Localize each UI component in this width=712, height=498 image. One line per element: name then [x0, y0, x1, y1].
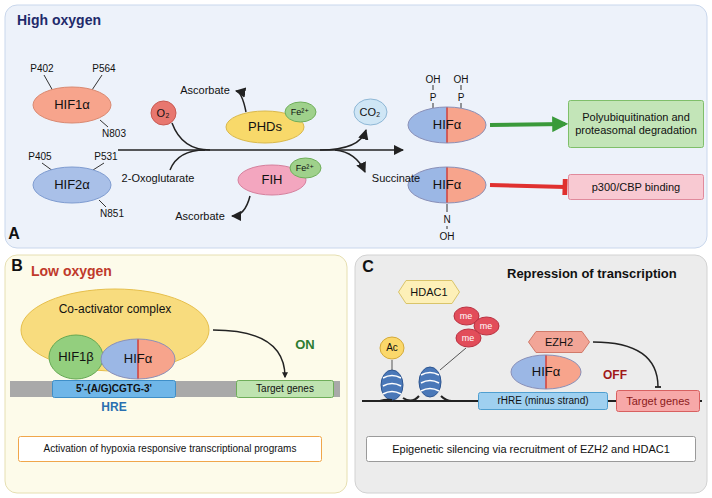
protein-ellipse: HIFα — [407, 106, 487, 144]
panel-ground — [5, 255, 347, 493]
outcome-box: Polyubiquitination and proteasomal degra… — [568, 100, 704, 148]
node-text: Ac — [386, 342, 398, 354]
molecule-circle: CO₂ — [353, 98, 388, 126]
enzyme-hexagon: EZH2 — [528, 331, 590, 353]
node-text: HIF2α — [54, 178, 90, 193]
protein-ellipse: HIFα — [407, 166, 487, 204]
node-text: PHDs — [248, 120, 282, 135]
node-text: 5'-(A/G)CGTG-3' — [76, 383, 152, 395]
group-label: N — [443, 214, 450, 225]
gene-box: Target genes — [236, 380, 334, 398]
state-label: ON — [295, 338, 315, 352]
panel-title: Repression of transcription — [507, 267, 677, 282]
caption-box: Epigenetic silencing via recruitment of … — [366, 436, 696, 462]
molecule-label: Succinate — [372, 172, 420, 184]
enzyme-hexagon: HDAC1 — [398, 280, 460, 304]
node-text: Activation of hypoxia responsive transcr… — [44, 443, 297, 455]
panel-ground — [5, 5, 707, 248]
node-text: Co-activator complex — [59, 303, 172, 317]
node-text: HIFα — [532, 365, 560, 380]
protein-ellipse: HIF1α — [32, 86, 112, 124]
node-text: me — [462, 333, 475, 343]
panel-letter: C — [362, 258, 374, 276]
panel-title: High oxygen — [17, 12, 101, 28]
panel: Low oxygenCo-activator complexHIF1β HIFα 5… — [5, 255, 347, 493]
node-text: Fe²⁺ — [296, 163, 314, 173]
panel-ground — [355, 255, 707, 493]
group-label: P — [458, 92, 465, 103]
cofactor-circle: Fe²⁺ — [289, 157, 322, 179]
molecule-label: 2-Oxoglutarate — [122, 172, 195, 184]
node-text: p300/CBP binding — [592, 181, 680, 194]
molecule-circle: O₂ — [150, 100, 177, 126]
arrow-connector — [213, 330, 285, 377]
node-text: me — [480, 321, 493, 331]
node-text: Target genes — [256, 383, 314, 395]
group-label: P — [430, 92, 437, 103]
group-label: OH — [454, 74, 469, 85]
node-text: HIFα — [433, 178, 461, 193]
molecule-label: Ascorbate — [180, 84, 230, 96]
node-text: rHRE (minus strand) — [497, 395, 588, 407]
dna-bar — [10, 381, 340, 397]
panel-letter: B — [11, 257, 23, 275]
outcome-box: p300/CBP binding — [568, 174, 704, 200]
arrow-connector — [490, 124, 565, 125]
cofactor-circle: Fe²⁺ — [284, 101, 317, 123]
residue-label: P402 — [30, 63, 53, 74]
panel-title: Low oxygen — [31, 263, 112, 279]
node-text: Epigenetic silencing via recruitment of … — [392, 443, 670, 456]
element-name: HRE — [52, 401, 176, 415]
residue-label: P564 — [92, 63, 115, 74]
node-text: HIF1β — [58, 350, 94, 365]
inhibition-connector — [593, 342, 658, 387]
node-text: FIH — [262, 173, 283, 188]
node-text: HIFα — [124, 352, 152, 367]
state-label: OFF — [603, 369, 627, 382]
mark-circle: me — [455, 328, 482, 348]
group-label: OH — [426, 74, 441, 85]
node-text: EZH2 — [545, 336, 573, 349]
protein-ellipse: HIF1β — [48, 334, 104, 380]
node-text: Polyubiquitination and proteasomal degra… — [573, 111, 699, 136]
node-text: Target genes — [626, 395, 690, 408]
protein-ellipse: HIF2α — [32, 166, 112, 204]
node-text: HIF1α — [54, 98, 90, 113]
protein-ellipse: HIFα — [100, 338, 176, 380]
panel: Repression of transcriptionHDAC1Acmememe… — [355, 255, 707, 493]
gene-box: Target genes — [616, 390, 700, 412]
residue-label: P531 — [94, 151, 117, 162]
reaction-arrows — [118, 91, 403, 216]
dna-element-box: 5'-(A/G)CGTG-3'HRE — [52, 380, 176, 398]
residue-label: N851 — [100, 208, 124, 219]
node-text: Fe²⁺ — [291, 107, 309, 117]
panel-letter: A — [8, 225, 20, 243]
residue-label: P405 — [28, 151, 51, 162]
group-label: OH — [440, 231, 455, 242]
node-text: me — [460, 311, 473, 321]
caption-box: Activation of hypoxia responsive transcr… — [18, 436, 322, 462]
node-text: HDAC1 — [410, 286, 447, 299]
dna-element-box: rHRE (minus strand) — [478, 392, 608, 410]
node-text: CO₂ — [360, 106, 381, 119]
protein-ellipse: HIFα — [510, 354, 582, 390]
node-text: O₂ — [157, 107, 170, 120]
molecule-label: Ascorbate — [175, 210, 225, 222]
mark-circle: Ac — [379, 336, 405, 360]
inhibition-connector — [490, 185, 565, 187]
node-text: HIFα — [433, 118, 461, 133]
residue-label: N803 — [102, 128, 126, 139]
